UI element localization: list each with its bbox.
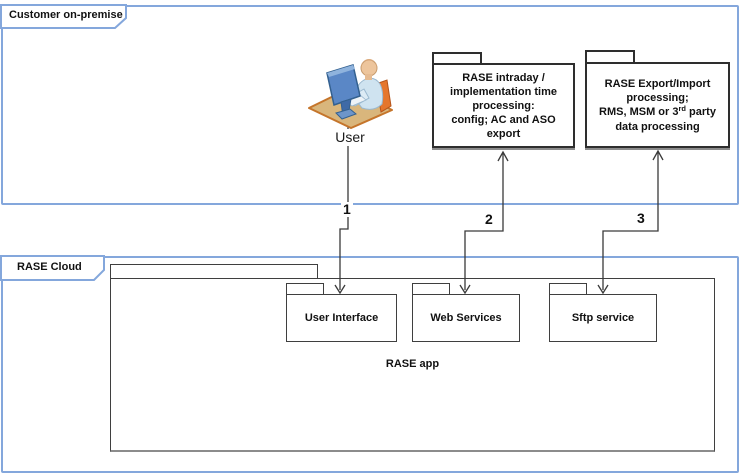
customer-onpremise-container [1,5,739,205]
connector-label-3: 3 [635,210,647,226]
export-import-package-tab [585,50,635,62]
connector-label-2: 2 [483,211,495,227]
intraday-line: RASE intraday / [462,71,545,84]
user-actor-label: User [327,129,373,146]
intraday-line: export [486,127,521,140]
web-services-package: Web Services [412,294,520,342]
export-import-line: processing; [626,91,689,104]
intraday-line: config; AC and ASO [451,113,556,126]
sftp-service-label: Sftp service [571,312,635,324]
cloud-container-label: RASE Cloud [17,261,82,273]
customer-container-label: Customer on-premise [9,9,123,21]
connector-label-1: 1 [341,201,353,217]
sftp-service-package-tab [549,283,587,294]
export-import-line: data processing [615,120,700,133]
user-interface-package-tab [286,283,324,294]
user-interface-package: User Interface [286,294,397,342]
export-import-package: RASE Export/Import processing; RMS, MSM … [585,62,730,148]
web-services-label: Web Services [430,312,502,324]
intraday-line: processing: [472,99,535,112]
export-import-line: RMS, MSM or 3rd party [599,103,716,118]
intraday-package-tab [432,52,482,63]
rase-app-label: RASE app [385,358,440,370]
intraday-line: implementation time [450,85,557,98]
rase-cloud-container [1,256,739,473]
export-import-line: RASE Export/Import [604,77,711,90]
superscript-rd: rd [678,103,686,113]
user-interface-label: User Interface [304,312,379,324]
intraday-package: RASE intraday / implementation time proc… [432,63,575,148]
web-services-package-tab [412,283,450,294]
sftp-service-package: Sftp service [549,294,657,342]
rase-app-package-tab [110,264,318,278]
